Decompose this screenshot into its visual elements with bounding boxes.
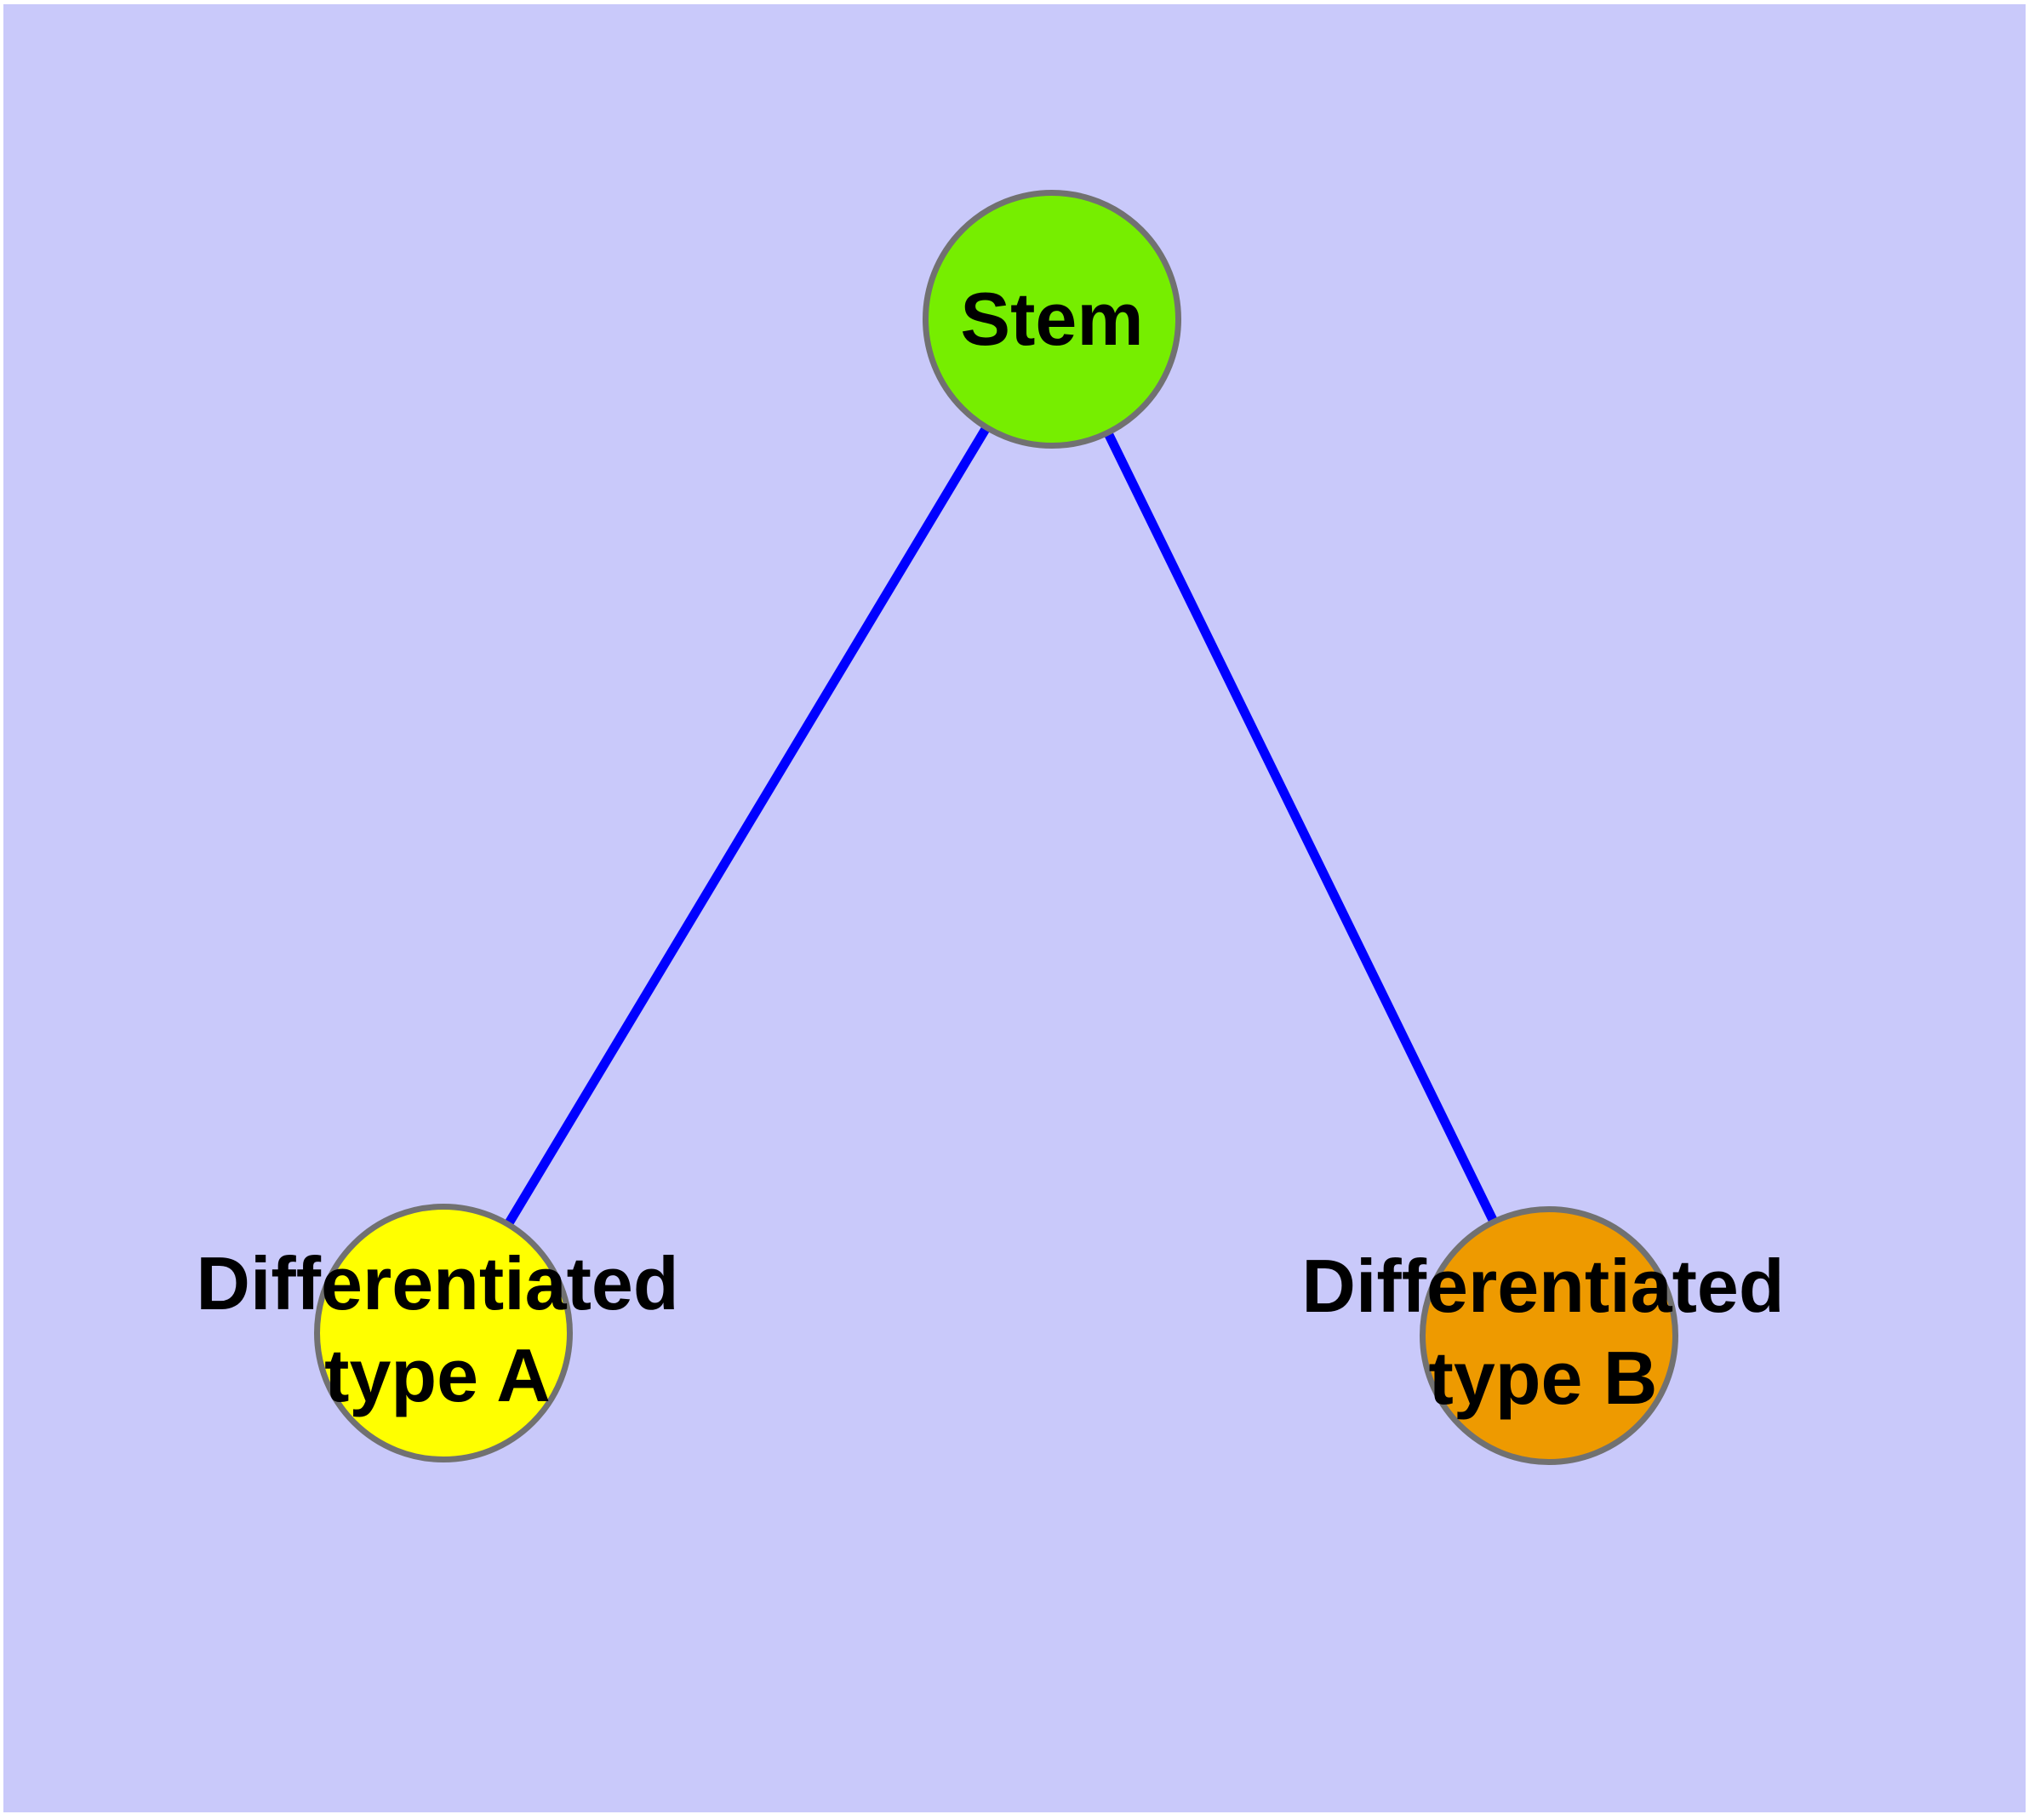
- node-stem-label: Stem: [960, 277, 1144, 361]
- plot-area: Stem Differentiated type A Differentiate…: [3, 4, 2026, 1812]
- edge-layer: [439, 316, 1553, 1337]
- node-differentiated-type-a: [314, 1204, 573, 1462]
- node-differentiated-type-b-label: Differentiated type B: [1301, 1244, 1785, 1420]
- edge-stem-to-type-a: [439, 316, 1056, 1335]
- node-differentiated-type-b: [1420, 1206, 1678, 1465]
- node-differentiated-type-a-label: Differentiated type A: [196, 1241, 679, 1417]
- node-stem: Stem: [923, 190, 1181, 449]
- edge-stem-to-type-b: [1048, 316, 1553, 1337]
